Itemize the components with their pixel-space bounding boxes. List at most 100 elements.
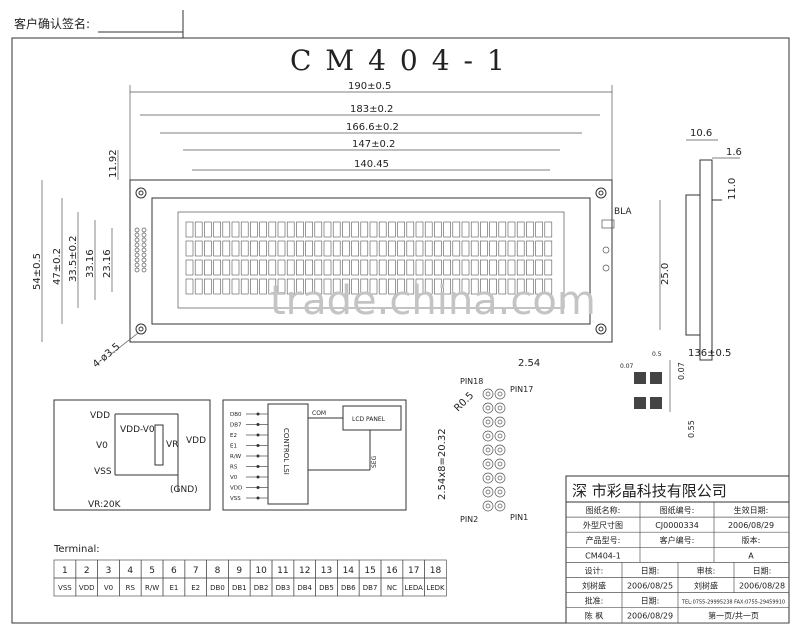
pin-dot xyxy=(134,262,140,268)
char-cell xyxy=(415,240,424,257)
pin-hole xyxy=(497,461,503,467)
terminal-name: DB1 xyxy=(232,584,247,592)
char-cell xyxy=(535,221,543,238)
dim-0-5: 0.5 xyxy=(652,351,662,358)
char-cell xyxy=(415,278,424,295)
terminal-number: 8 xyxy=(215,566,221,576)
title-block-cell: 批准: xyxy=(585,596,604,606)
char-cell xyxy=(240,278,249,295)
pin-dot xyxy=(141,267,147,273)
terminal-name: E1 xyxy=(169,584,178,592)
block-pin-dot xyxy=(256,486,260,489)
pin-dot xyxy=(134,252,140,258)
char-cell xyxy=(452,278,461,295)
pin-pad xyxy=(482,458,494,470)
dim-147: 147±0.2 xyxy=(352,139,395,150)
block-pin-dot xyxy=(256,454,260,458)
pin-17-label: PIN17 xyxy=(510,385,533,394)
char-cell xyxy=(305,240,313,257)
dim-190: 190±0.5 xyxy=(348,81,391,92)
title-block-cell: A xyxy=(748,551,754,560)
viewing-area xyxy=(177,211,565,309)
connector-pins xyxy=(134,227,147,273)
char-cell xyxy=(498,259,507,276)
char-cell xyxy=(397,240,405,257)
char-cell xyxy=(470,259,479,276)
vdd-v0-label: VDD-V0 xyxy=(120,425,155,435)
char-cell xyxy=(415,221,424,238)
char-cell xyxy=(259,278,267,295)
pin-pad xyxy=(494,444,506,456)
dim-1-6: 1.6 xyxy=(726,147,742,158)
char-cell xyxy=(296,259,304,276)
terminal-number: 13 xyxy=(321,566,332,576)
title-block-cell: 2006/08/25 xyxy=(627,582,673,591)
dim-11-92: 11.92 xyxy=(108,149,119,178)
char-cell xyxy=(434,259,442,276)
char-cell xyxy=(332,221,341,238)
char-cell xyxy=(323,259,332,276)
pin-1-label: PIN1 xyxy=(510,513,528,522)
char-cell xyxy=(388,278,396,295)
char-cell xyxy=(526,221,534,238)
dim-0-07-a: 0.07 xyxy=(620,363,634,370)
char-cell xyxy=(461,259,470,276)
dim-47: 47±0.2 xyxy=(52,248,63,285)
char-cell xyxy=(388,240,396,257)
terminal-name: LEDK xyxy=(426,584,445,592)
terminal-number: 15 xyxy=(364,566,375,576)
block-pin-dot xyxy=(256,423,260,426)
pin-hole xyxy=(485,503,491,509)
dim-10-6: 10.6 xyxy=(690,128,712,139)
title-block-cell: CM404-1 xyxy=(585,551,621,560)
char-cell xyxy=(470,240,479,257)
char-cell xyxy=(323,240,332,257)
terminal-number: 10 xyxy=(255,566,267,576)
terminal-number: 14 xyxy=(343,566,355,576)
signature-label: 客户确认签名: xyxy=(14,16,90,31)
char-cell xyxy=(369,278,378,295)
pin-dot xyxy=(141,227,147,233)
char-cell xyxy=(378,221,387,238)
char-cell xyxy=(268,221,277,238)
front-view: 190±0.5 183±0.2 166.6±0.2 147±0.2 140.45… xyxy=(32,81,671,370)
char-cell xyxy=(507,259,516,276)
char-cell xyxy=(461,278,470,295)
terminal-name: VDD xyxy=(79,584,95,592)
char-cell xyxy=(204,221,212,238)
char-cell xyxy=(544,240,553,257)
terminal-name: DB4 xyxy=(297,584,312,592)
char-cell xyxy=(222,240,231,257)
terminal-name: DB7 xyxy=(363,584,378,592)
pin-hole xyxy=(485,489,491,495)
company-name: 深 市彩晶科技有限公司 xyxy=(572,482,727,500)
char-cell xyxy=(369,240,378,257)
char-cell xyxy=(314,240,323,257)
char-cell xyxy=(526,278,534,295)
char-cell xyxy=(406,259,415,276)
char-cell xyxy=(378,278,387,295)
char-cell xyxy=(535,259,543,276)
char-cell xyxy=(213,278,221,295)
char-cell xyxy=(424,278,433,295)
pin-dot xyxy=(134,267,140,273)
char-cell xyxy=(424,221,433,238)
pin-18-label: PIN18 xyxy=(460,377,483,386)
char-cell xyxy=(250,221,258,238)
title-block-cell: 陈 枫 xyxy=(585,611,604,621)
terminal-name: NC xyxy=(387,584,397,592)
char-cell xyxy=(194,259,203,276)
char-cell xyxy=(323,278,332,295)
char-cell xyxy=(268,240,277,257)
char-cell xyxy=(213,221,221,238)
pin-pad xyxy=(482,486,494,498)
title-block-cell: 版本: xyxy=(742,535,761,545)
char-cell xyxy=(222,259,231,276)
terminal-name: DB0 xyxy=(210,584,225,592)
dim-140: 140.45 xyxy=(354,159,389,170)
char-cell xyxy=(351,221,359,238)
dim-33-16: 33.16 xyxy=(85,249,96,278)
char-cell xyxy=(194,221,203,238)
char-cell xyxy=(296,221,304,238)
